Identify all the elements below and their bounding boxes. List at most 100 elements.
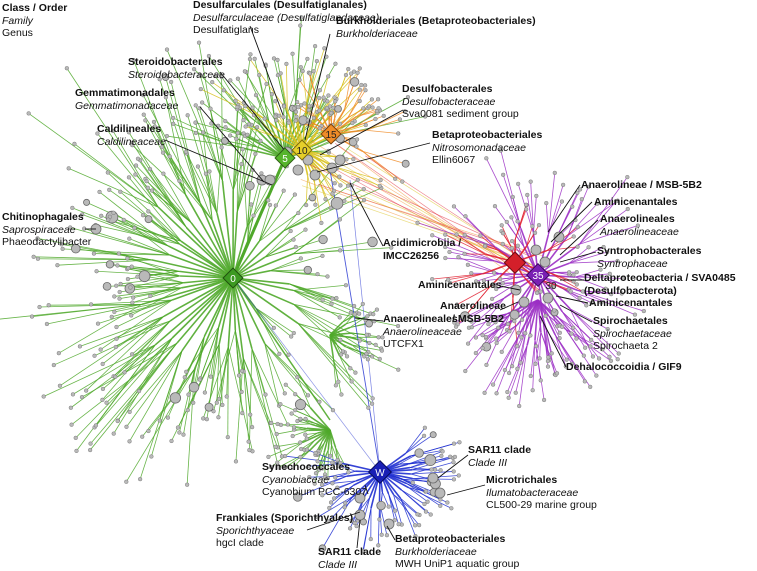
edge [112,130,159,208]
edge [124,337,173,373]
network-node [561,182,566,187]
network-node [246,122,252,127]
edge [270,255,323,272]
network-node [71,243,81,254]
edge [126,350,183,428]
edge [37,258,152,261]
network-node [337,121,343,126]
network-node [588,344,593,349]
network-node [88,441,93,446]
network-node [569,331,574,336]
edge [216,213,234,279]
network-node [313,44,318,49]
network-node [559,199,565,204]
network-node [348,310,353,315]
edge [131,142,187,228]
network-node [188,381,200,393]
edge [404,434,434,455]
network-node [233,459,239,464]
network-node [615,357,620,362]
network-node [451,460,456,465]
edge [264,343,309,396]
network-node [539,256,551,268]
network-node [248,52,253,57]
edge [90,342,178,444]
network-node [35,236,40,241]
network-node [422,425,427,430]
network-node [528,373,533,379]
network-node [349,379,354,384]
edge [195,122,218,214]
edge [493,272,516,278]
network-node [302,154,314,166]
network-node [216,415,221,420]
network-node [532,230,538,235]
network-node [494,336,499,341]
edge [93,253,170,256]
network-node [84,388,89,393]
network-node [240,411,245,416]
network-node [269,92,274,97]
network-node [278,402,283,407]
edge [100,299,173,350]
network-node [339,352,344,357]
network-node [362,354,367,359]
network-node [589,300,594,306]
network-node [239,161,244,167]
edge [293,426,309,431]
network-node [538,378,543,383]
network-node [315,515,320,520]
edge [216,343,220,403]
network-node [233,98,238,103]
network-node [46,303,51,308]
edge [365,119,401,131]
edge [129,350,183,442]
network-node [126,266,131,271]
edge [292,199,365,255]
network-node [306,464,312,469]
network-node [127,409,132,415]
edge [557,317,591,347]
network-node [353,370,358,375]
network-node [243,124,248,129]
edge [264,230,291,258]
network-node [298,65,303,70]
network-node [95,321,101,326]
edge [193,68,251,124]
hub-label-35: 35 [532,271,544,282]
network-node [220,402,225,408]
network-node [296,105,301,110]
edge [249,58,288,112]
network-node [129,264,134,269]
network-node [605,327,610,332]
network-node [332,181,337,186]
edge [289,283,371,314]
network-node [613,199,618,204]
edge [539,332,542,359]
edge [310,416,331,431]
edge [295,409,311,418]
edge [176,277,234,344]
edge [502,281,519,284]
network-node [94,269,99,274]
network-node [99,213,104,218]
edge [171,277,234,339]
edge [255,307,295,334]
network-node [202,390,207,395]
network-node [319,220,324,226]
edge [329,334,346,348]
edge [548,315,560,339]
hub-label-5: 5 [282,154,288,165]
edge [181,277,234,352]
network-node [312,481,317,486]
edge [453,206,496,248]
annotation-frankiales: Frankiales (Sporichthyales) Sporichthyac… [216,512,354,549]
network-node [581,353,586,358]
network-node [465,262,470,267]
edge [445,234,486,255]
network-node [113,374,118,379]
network-node [625,175,630,180]
edge [204,326,220,393]
network-node [92,353,97,358]
network-node [330,191,335,196]
